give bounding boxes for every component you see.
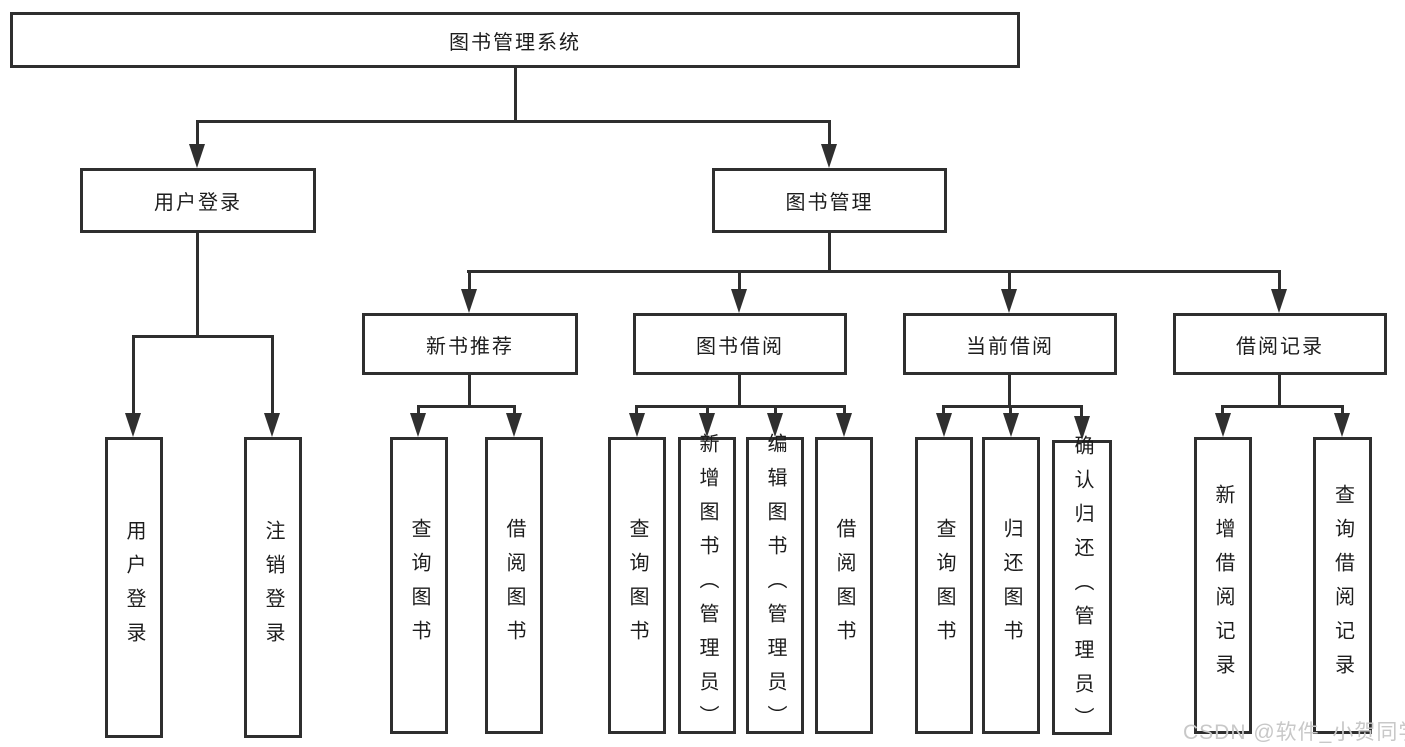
connector-line [843,408,846,413]
node-query-books-leaf: 查询图书 [915,437,973,734]
node-query-borrow-record-leaf: 查询借阅记录 [1313,437,1372,734]
node-label: 用户登录 [123,519,145,656]
node-return-books-leaf: 归还图书 [982,437,1040,734]
arrow-down-icon [629,413,645,437]
node-label: 借阅图书 [503,517,525,654]
connector-line [942,408,945,413]
node-new-book-recommend: 新书推荐 [362,313,578,375]
arrow-down-icon [125,413,141,437]
node-label: 编辑图书（管理员） [764,432,786,739]
node-user-login: 用户登录 [80,168,316,233]
connector-line [271,338,274,413]
connector-line [196,123,199,144]
arrow-down-icon [699,413,715,437]
node-label: 新增图书（管理员） [696,432,718,739]
node-add-borrow-record-leaf: 新增借阅记录 [1194,437,1252,734]
arrow-down-icon [731,289,747,313]
node-query-books-leaf: 查询图书 [390,437,448,734]
connector-line [1221,405,1344,408]
node-edit-books-admin-leaf: 编辑图书（管理员） [746,433,804,739]
connector-line [635,405,846,408]
csdn-watermark: CSDN @软件_小贺同学 [1183,721,1405,744]
connector-line [1009,408,1012,413]
connector-line [417,408,420,413]
arrow-down-icon [410,413,426,437]
connector-line [514,68,517,120]
node-label: 注销登录 [262,519,284,656]
connector-line [1008,375,1011,405]
arrow-down-icon [1334,413,1350,437]
arrow-down-icon [1003,413,1019,437]
connector-line [635,408,638,413]
connector-line [1008,273,1011,289]
node-borrow-books-leaf: 借阅图书 [815,437,873,734]
node-label: 查询图书 [626,517,648,654]
node-label: 借阅图书 [833,517,855,654]
node-label: 确认归还（管理员） [1071,434,1093,741]
connector-line [774,408,777,413]
connector-line [828,123,831,144]
arrow-down-icon [1215,413,1231,437]
node-confirm-return-admin-leaf: 确认归还（管理员） [1052,435,1112,741]
arrow-down-icon [264,413,280,437]
node-current-borrow: 当前借阅 [903,313,1117,375]
node-borrow-books-leaf: 借阅图书 [485,437,543,734]
arrow-down-icon [1074,416,1090,440]
connector-line [1278,375,1281,405]
node-label: 归还图书 [1000,517,1022,654]
arrow-down-icon [821,144,837,168]
node-add-books-admin-leaf: 新增图书（管理员） [678,433,736,739]
node-label: 查询图书 [408,517,430,654]
node-label: 查询借阅记录 [1331,483,1354,688]
connector-line [196,233,199,335]
arrow-down-icon [836,413,852,437]
connector-line [738,273,741,289]
connector-line [468,375,471,405]
node-library-system: 图书管理系统 [10,12,1020,68]
node-query-books-leaf: 查询图书 [608,437,666,734]
arrow-down-icon [506,413,522,437]
connector-line [132,338,135,413]
connector-line [706,408,709,413]
arrow-down-icon [936,413,952,437]
arrow-down-icon [461,289,477,313]
connector-line [942,405,1083,408]
node-book-management: 图书管理 [712,168,947,233]
arrow-down-icon [767,413,783,437]
node-label: 查询图书 [933,517,955,654]
connector-line [1080,408,1083,416]
connector-line [132,335,274,338]
node-borrow-records: 借阅记录 [1173,313,1387,375]
node-user-login-leaf: 用户登录 [105,437,163,738]
connector-line [196,120,831,123]
connector-line [1341,408,1344,413]
arrow-down-icon [1001,289,1017,313]
connector-line [1221,408,1224,413]
node-label: 新增借阅记录 [1212,483,1234,688]
node-logout-leaf: 注销登录 [244,437,302,738]
connector-line [738,375,741,405]
arrow-down-icon [1271,289,1287,313]
connector-line [1278,273,1281,289]
connector-line [417,405,516,408]
connector-line [467,270,1281,273]
connector-line [828,233,831,270]
node-book-borrow: 图书借阅 [633,313,847,375]
connector-line [468,273,471,289]
arrow-down-icon [189,144,205,168]
connector-line [513,408,516,413]
